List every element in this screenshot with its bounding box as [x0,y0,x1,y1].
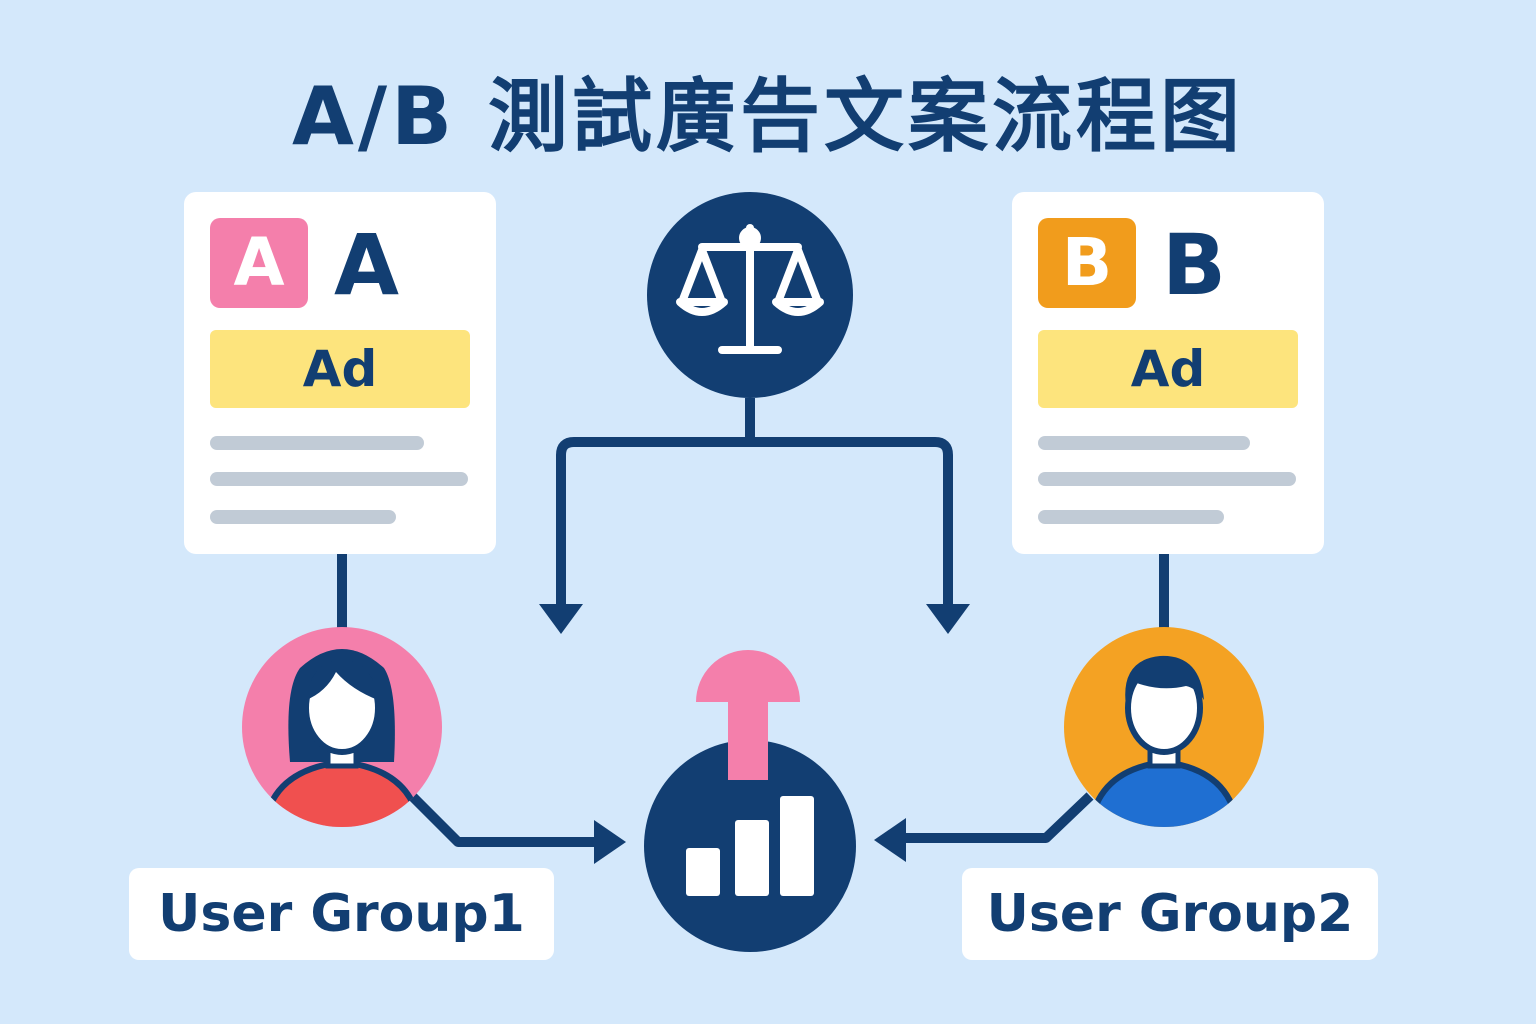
arrowhead-right-down [926,604,970,634]
text-line-placeholder [210,510,396,524]
ad-block-b: Ad [1038,330,1298,408]
ad-block-a: Ad [210,330,470,408]
connector-group1-to-results [408,792,600,847]
connector-scale-split [556,398,953,612]
text-line-placeholder [210,436,424,450]
page-title: A/B 測試廣告文案流程图 [292,70,1244,163]
balance-scale-icon [647,192,853,398]
variant-badge-a: A [210,218,308,308]
variant-badge-b: B [1038,218,1136,308]
text-line-placeholder [1038,472,1296,486]
connector-group2-to-results [904,792,1094,843]
ad-variant-card-a: A A Ad [184,192,496,554]
text-line-placeholder [1038,510,1224,524]
text-line-placeholder [210,472,468,486]
bar-chart-icon [644,740,856,952]
male-user-icon [1064,627,1264,827]
variant-label-a: A [334,216,400,314]
ad-variant-card-b: B B Ad [1012,192,1324,554]
arrowhead-into-results-left [594,820,626,864]
user-group-2-label: User Group2 [962,868,1378,960]
variant-label-b: B [1162,216,1227,314]
user-group-1-label: User Group1 [129,868,554,960]
arrowhead-left-down [539,604,583,634]
text-line-placeholder [1038,436,1250,450]
arrowhead-into-results-right [874,818,906,862]
